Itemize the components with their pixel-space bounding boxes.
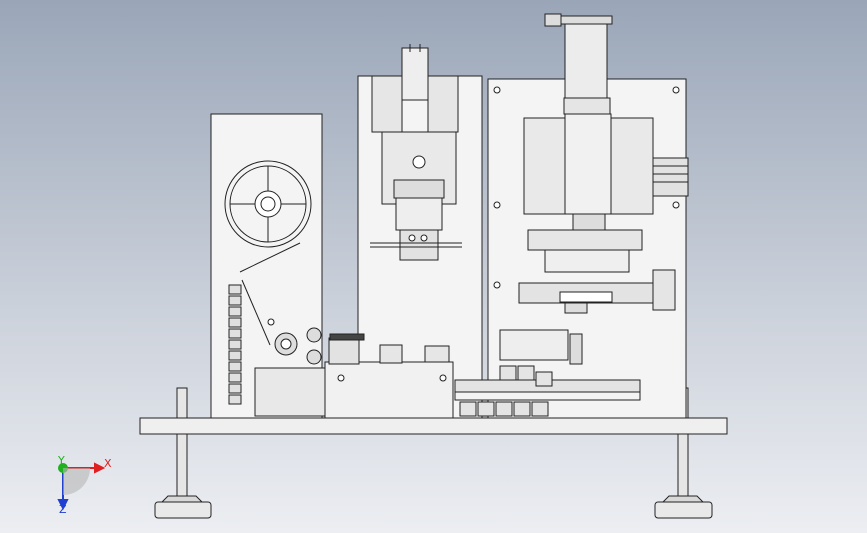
axis-triad bbox=[57, 462, 106, 511]
tape-reel-panel bbox=[210, 113, 323, 419]
main-press-unit bbox=[487, 13, 689, 419]
press-column bbox=[357, 44, 483, 419]
leveling-feet bbox=[154, 387, 713, 519]
base-plate bbox=[139, 417, 728, 435]
triad-x-label: X bbox=[104, 457, 112, 470]
triad-y-label: Y bbox=[58, 454, 65, 467]
triad-z-label: Z bbox=[59, 503, 67, 516]
feeder-assembly bbox=[254, 333, 641, 419]
